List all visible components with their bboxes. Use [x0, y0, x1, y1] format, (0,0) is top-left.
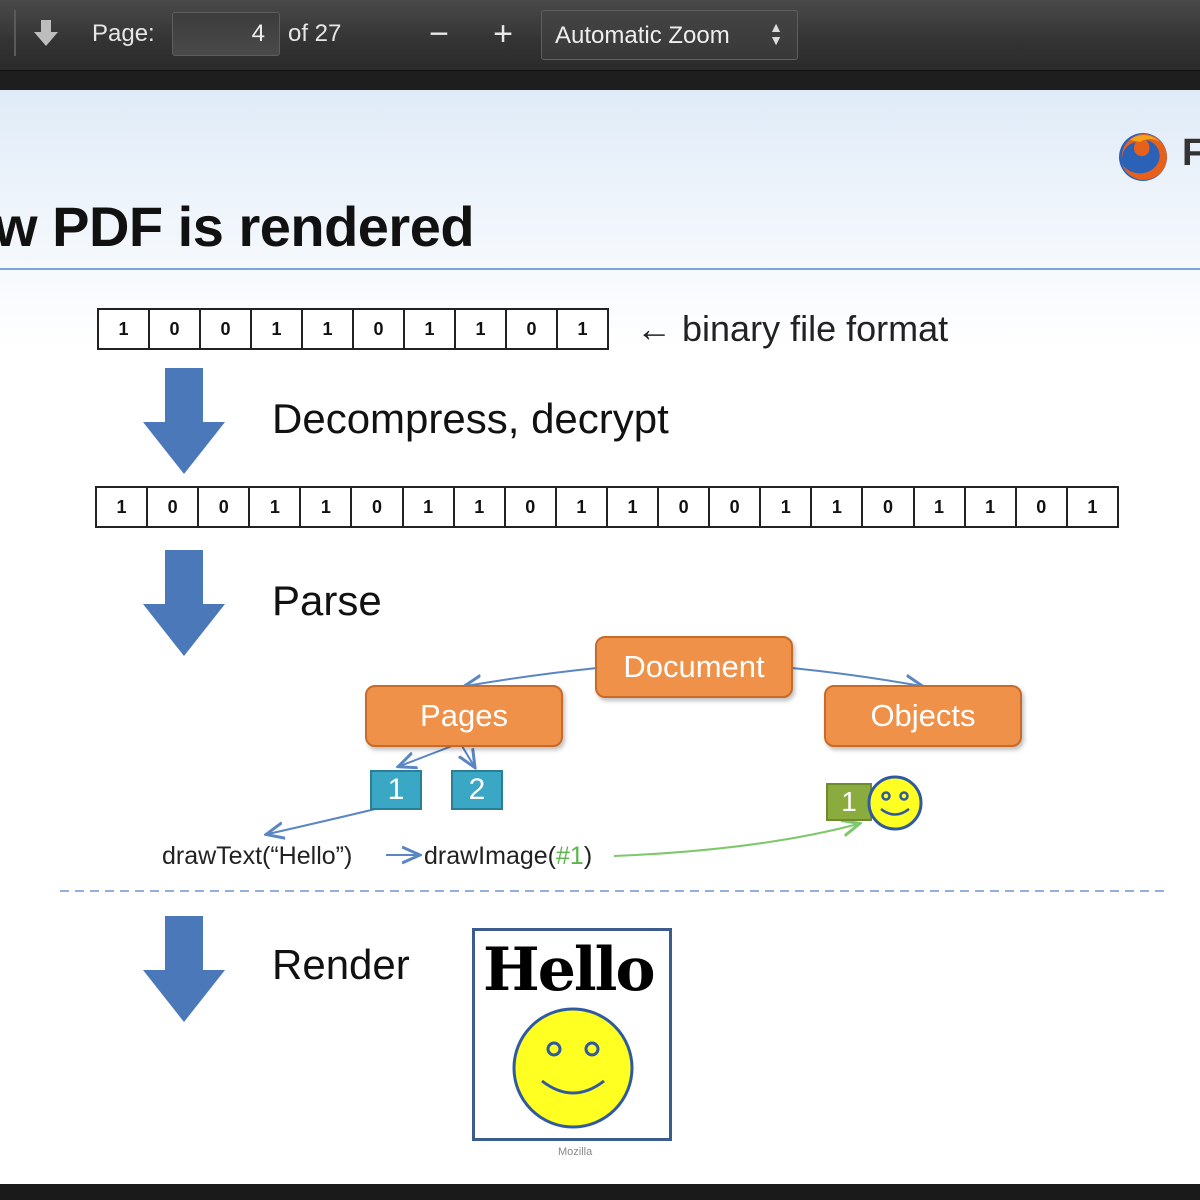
bit-cell: 1	[1087, 497, 1098, 517]
arrow-down-icon	[143, 368, 225, 474]
firefox-logo-icon	[1119, 133, 1167, 181]
pdf-page: F w PDF is rendered 1 0 0 1 1 0 1 1 0 1 …	[0, 90, 1200, 1184]
edge-document-objects	[791, 667, 921, 686]
edge-ref-object	[613, 824, 858, 857]
download-button[interactable]	[30, 16, 66, 52]
smiley-icon	[867, 775, 923, 831]
binary-row-compressed: 1 0 0 1 1 0 1 1 0 1	[97, 308, 609, 350]
footer-caption: Mozilla	[558, 1146, 593, 1158]
bit-cell: 1	[812, 488, 864, 526]
bit-cell: 1	[761, 488, 813, 526]
arrow-down-icon	[34, 20, 58, 46]
bit-cell: 0	[354, 310, 405, 348]
bit-cell: 1	[301, 488, 353, 526]
bit-cell: 0	[150, 310, 201, 348]
node-page-1: 1	[370, 770, 422, 810]
bit-cell: 1	[455, 488, 506, 526]
binary-caption-text: binary file format	[682, 308, 949, 349]
bit-cell: 0	[507, 310, 558, 348]
binary-caption: ← binary file format	[636, 308, 948, 350]
code-drawimage: drawImage(#1)	[424, 842, 592, 871]
step-render: Render	[272, 941, 410, 988]
step-parse: Parse	[272, 577, 382, 624]
edge-page1-drawtext	[268, 805, 389, 834]
bit-cell: 1	[99, 310, 150, 348]
arrow-left-icon: ←	[636, 308, 683, 349]
bit-cell: 0	[148, 488, 200, 526]
binary-row-decompressed: 1 0 0 1 1 0 1 1 0 1 1 0 0 1 1 0 1 1 0 1	[95, 486, 1119, 528]
bit-cell: 1	[250, 488, 302, 526]
bit-cell: 1	[577, 319, 588, 339]
bit-cell: 0	[506, 488, 557, 526]
bit-cell: 0	[1017, 488, 1068, 526]
node-document: Document	[595, 636, 793, 698]
arrow-down-icon	[143, 550, 225, 656]
slide-title: w PDF is rendered	[0, 195, 475, 258]
bit-cell: 1	[966, 488, 1017, 526]
zoom-out-button[interactable]: −	[419, 14, 459, 54]
toolbar-separator	[14, 10, 16, 56]
arrow-down-icon	[143, 916, 225, 1022]
page-count: of 27	[288, 20, 342, 47]
bit-cell: 0	[710, 488, 762, 526]
edge-pages-2	[462, 745, 474, 766]
title-rule	[0, 268, 1200, 270]
node-pages: Pages	[365, 685, 563, 747]
bit-cell: 0	[863, 488, 915, 526]
page-number-input[interactable]	[172, 12, 280, 56]
bit-cell: 1	[405, 310, 456, 348]
zoom-select[interactable]: Automatic Zoom ▲▼	[541, 10, 798, 60]
smiley-icon	[512, 1007, 634, 1129]
node-page-2: 2	[451, 770, 503, 810]
node-objects: Objects	[824, 685, 1022, 747]
page-label: Page:	[92, 20, 155, 47]
bit-cell: 1	[404, 488, 455, 526]
bit-cell: 0	[352, 488, 404, 526]
bit-cell: 1	[456, 310, 507, 348]
code-drawtext: drawText(“Hello”)	[162, 842, 353, 870]
pdf-toolbar: Page: of 27 − + Automatic Zoom ▲▼	[0, 0, 1200, 71]
bit-cell: 1	[915, 488, 966, 526]
bit-cell: 1	[557, 488, 608, 526]
plus-icon: +	[493, 15, 513, 53]
step-decompress: Decompress, decrypt	[272, 395, 669, 442]
bit-cell: 1	[608, 488, 660, 526]
bit-cell: 1	[97, 488, 149, 526]
bit-cell: 0	[659, 488, 711, 526]
zoom-in-button[interactable]: +	[483, 14, 523, 54]
bit-cell: 1	[303, 310, 354, 348]
updown-chevron-icon: ▲▼	[769, 19, 783, 48]
bit-cell: 1	[252, 310, 303, 348]
edge-pages-1	[400, 745, 453, 766]
brand-text: F	[1182, 132, 1200, 174]
minus-icon: −	[429, 15, 449, 53]
code-drawimage-prefix: drawImage(	[424, 842, 556, 870]
rendered-hello-text: Hello	[483, 935, 655, 1005]
toolbar-shadow-band	[0, 71, 1200, 90]
edge-document-pages	[466, 667, 598, 686]
bit-cell: 0	[201, 310, 252, 348]
code-drawimage-suffix: )	[583, 842, 593, 870]
code-drawimage-ref: #1	[556, 842, 584, 870]
viewer-bottom-band	[0, 1184, 1200, 1200]
zoom-select-value: Automatic Zoom	[555, 22, 730, 49]
bit-cell: 0	[199, 488, 251, 526]
render-output-frame: Hello	[472, 928, 672, 1141]
